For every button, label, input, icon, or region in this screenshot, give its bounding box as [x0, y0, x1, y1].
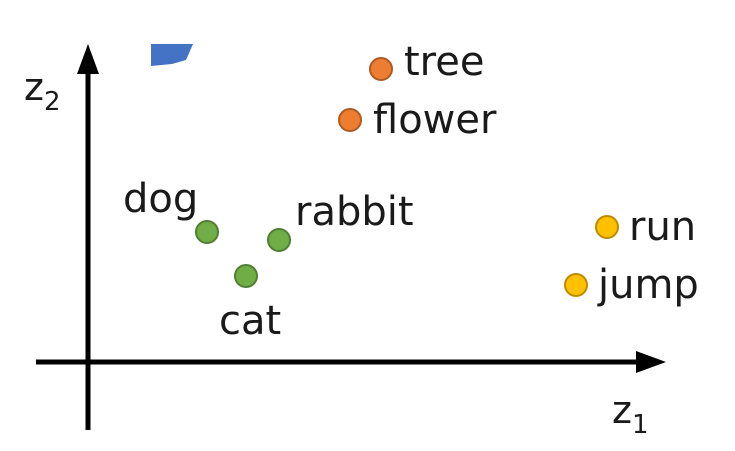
label-dog: dog [123, 176, 198, 222]
label-flower: flower [373, 97, 497, 143]
label-jump: jump [597, 262, 699, 308]
y-axis-label-base: z [24, 65, 44, 109]
point-tree [369, 57, 393, 81]
x-axis-label-subscript: 1 [632, 410, 649, 440]
point-run [595, 215, 619, 239]
label-rabbit: rabbit [295, 189, 414, 235]
y-axis-label-subscript: 2 [44, 87, 61, 117]
x-axis-arrowhead [636, 351, 666, 373]
point-rabbit [267, 228, 291, 252]
point-flower [338, 108, 362, 132]
label-tree: tree [404, 39, 484, 85]
point-cat [234, 264, 258, 288]
point-dog [195, 220, 219, 244]
label-run: run [629, 204, 696, 250]
label-cat: cat [219, 298, 281, 344]
x-axis-label-base: z [612, 388, 632, 432]
blue-fragment-shape [151, 44, 193, 66]
y-axis-arrowhead [77, 44, 99, 74]
x-axis-label: z1 [612, 388, 649, 440]
point-jump [564, 273, 588, 297]
y-axis-label: z2 [24, 65, 61, 117]
